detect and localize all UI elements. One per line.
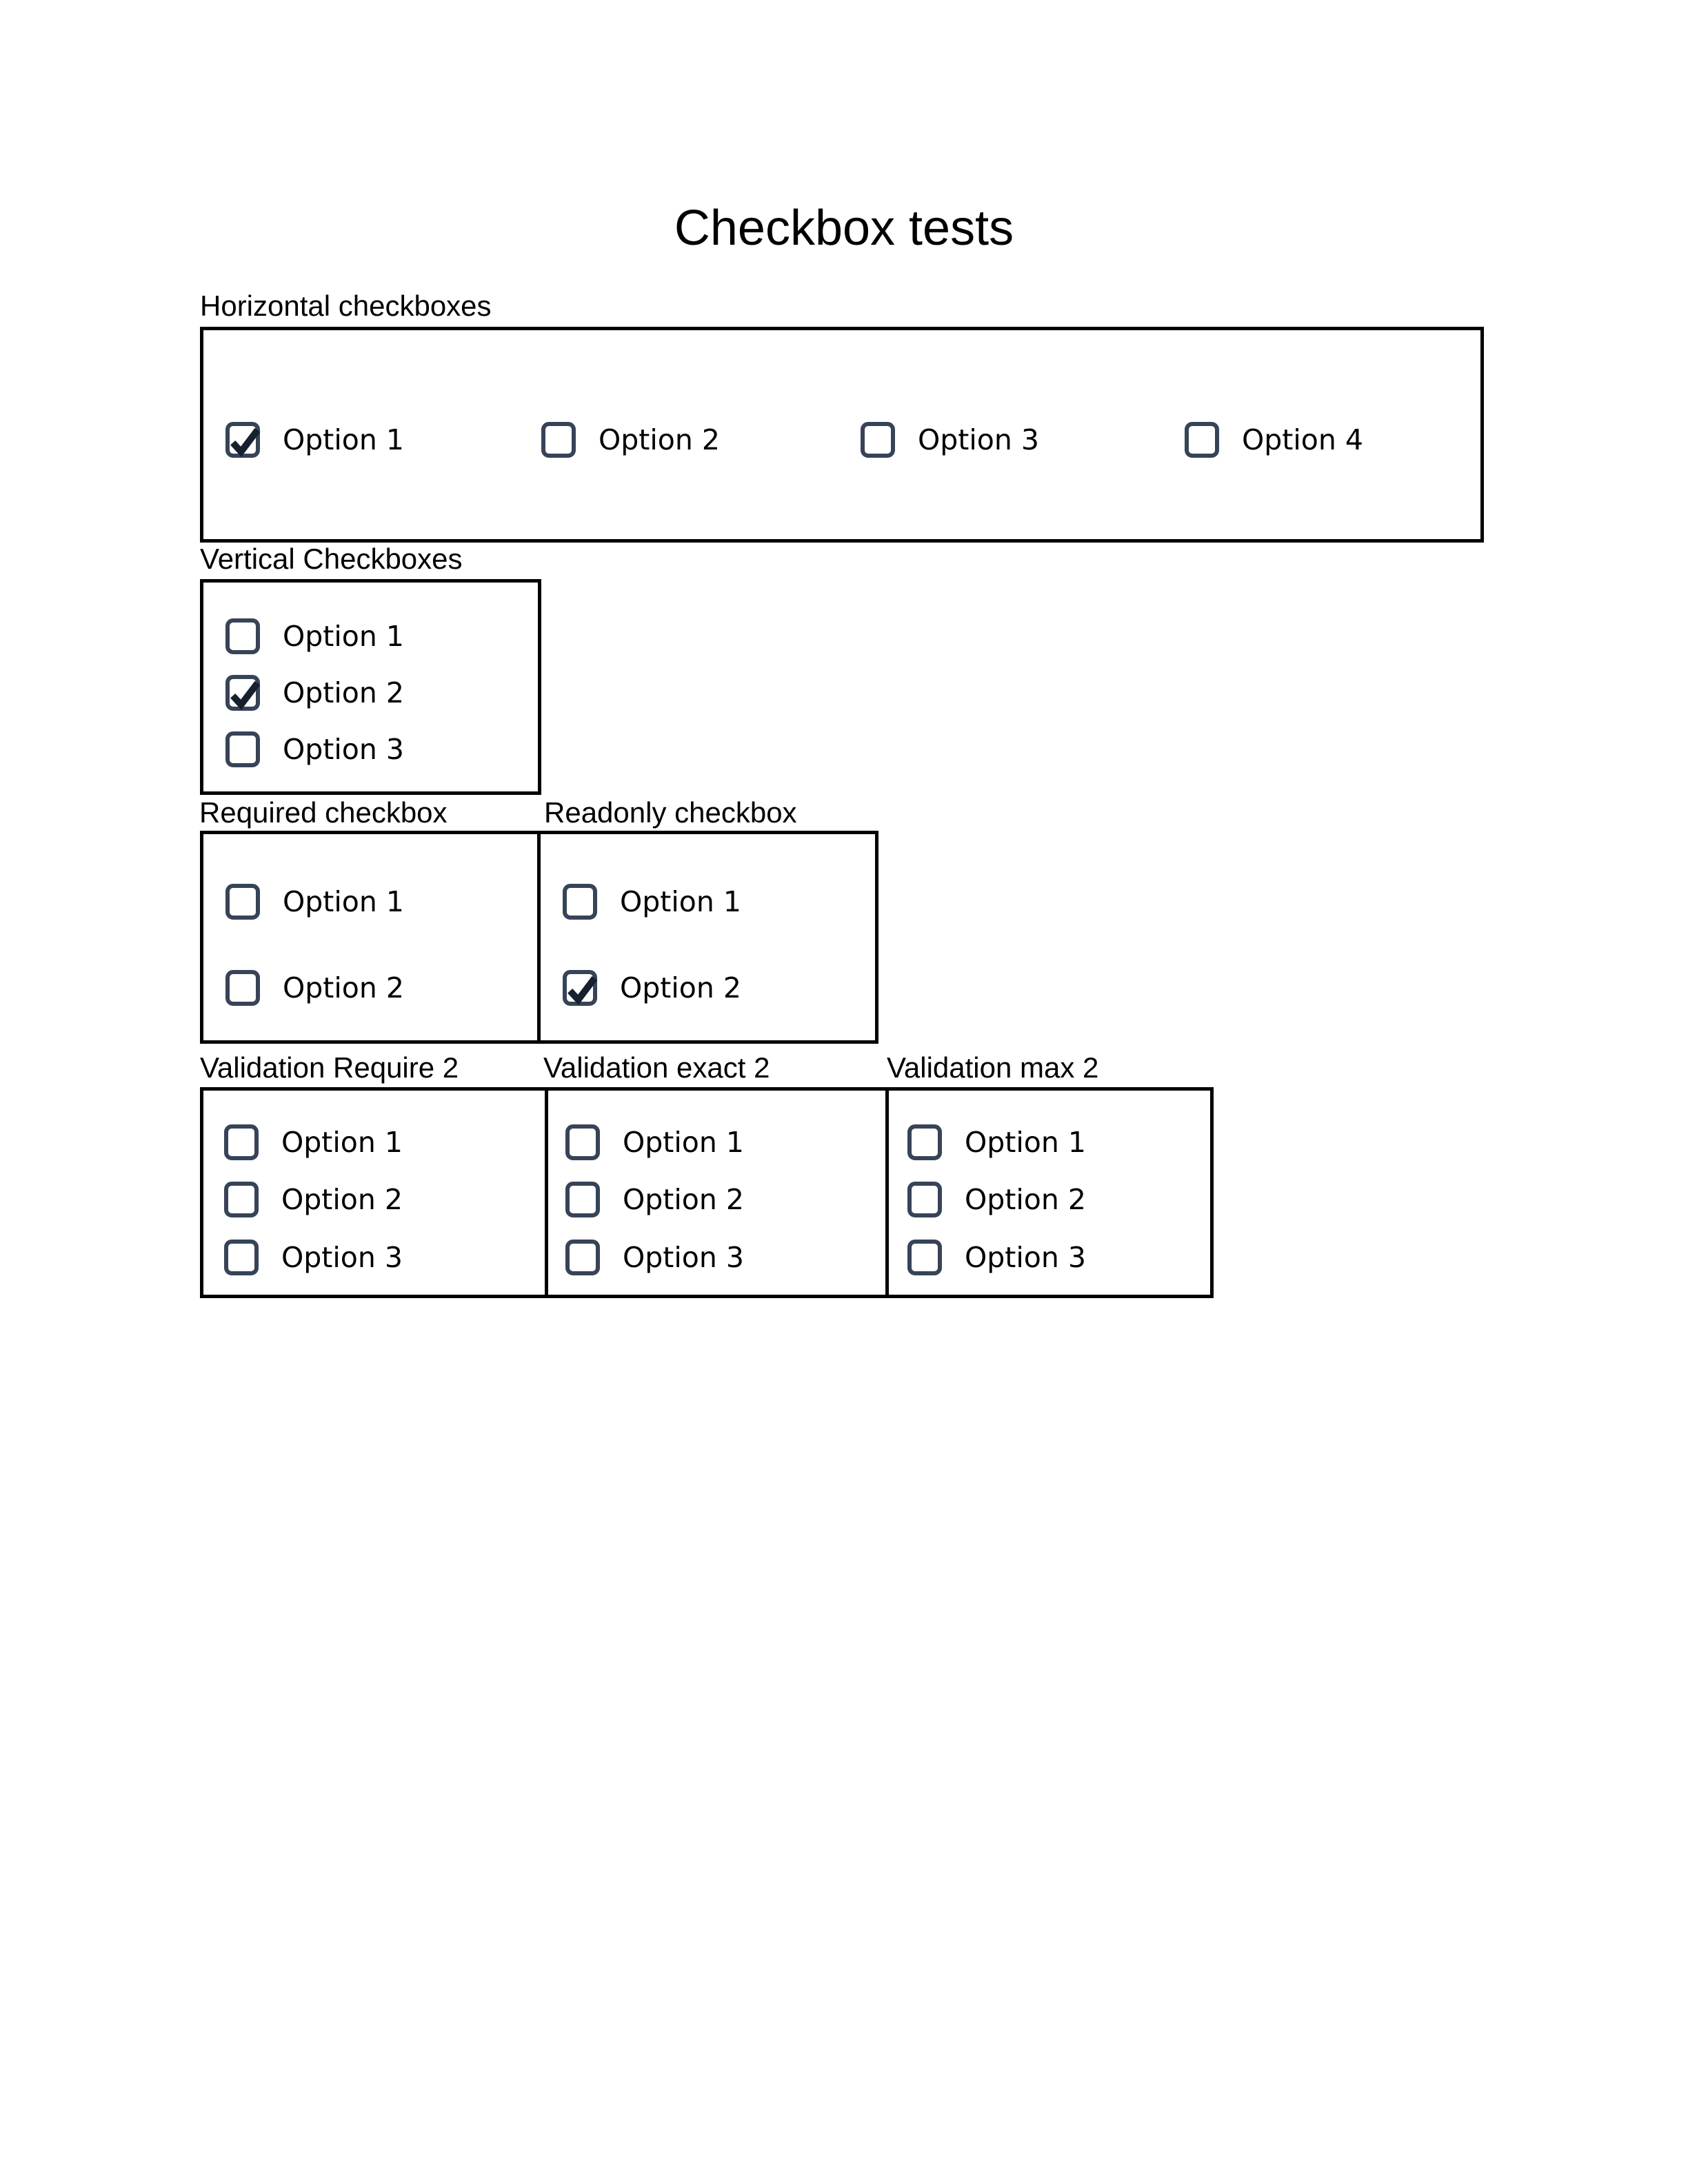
checkbox-label: Option 3 [918,423,1039,456]
checkbox-label: Option 1 [620,885,741,918]
checkbox[interactable] [907,1124,942,1160]
checkbox[interactable] [225,422,261,458]
checkbox-label: Option 3 [283,733,404,766]
checkbox-label: Option 3 [623,1241,744,1274]
checkbox-option[interactable]: Option 1 [225,422,404,458]
checkbox[interactable] [1185,422,1219,458]
checkbox-option[interactable]: Option 2 [225,675,404,711]
checkbox-label: Option 1 [965,1126,1086,1159]
checkbox-label: Option 2 [283,971,404,1004]
checkbox-label: Option 2 [965,1183,1086,1216]
checkbox[interactable] [225,675,261,711]
box-divider [537,834,541,1040]
checkbox-label: Option 1 [623,1126,744,1159]
checkbox-label: Option 3 [965,1241,1086,1274]
checkbox-option[interactable]: Option 4 [1185,422,1363,458]
checkbox[interactable] [225,618,260,654]
checkbox-option[interactable]: Option 3 [861,422,1039,458]
checkbox-label: Option 2 [623,1183,744,1216]
checkbox[interactable] [224,1124,259,1160]
group-box-vertical: Option 1 Option 2 Option 3 [200,579,541,795]
checkbox-label: Option 4 [1242,423,1363,456]
checkbox-option[interactable]: Option 2 [224,1182,403,1217]
section-label-required: Required checkbox [199,796,448,829]
checkbox [563,970,598,1006]
checkbox-label: Option 1 [283,620,404,653]
group-box-horizontal: Option 1 Option 2 Option 3 Option 4 [200,327,1484,543]
checkbox-option-readonly: Option 1 [563,884,741,920]
checkbox[interactable] [225,884,260,920]
checkbox-option[interactable]: Option 2 [541,422,720,458]
checkbox-option[interactable]: Option 3 [907,1240,1086,1275]
checkmark-icon [230,427,261,457]
checkbox-option[interactable]: Option 1 [907,1124,1086,1160]
page-title: Checkbox tests [674,201,1014,256]
checkbox-label: Option 2 [599,423,720,456]
checkbox[interactable] [225,731,260,767]
checkbox-option-readonly: Option 2 [563,970,741,1006]
checkbox-label: Option 2 [283,676,404,709]
checkbox-option[interactable]: Option 2 [907,1182,1086,1217]
checkbox-option[interactable]: Option 1 [225,884,404,920]
checkbox-option[interactable]: Option 2 [225,970,404,1006]
checkbox[interactable] [565,1124,600,1160]
section-label-horizontal: Horizontal checkboxes [200,290,492,322]
checkbox [563,884,597,920]
checkbox[interactable] [565,1182,600,1217]
section-label-vertical: Vertical Checkboxes [200,543,463,575]
checkbox-option[interactable]: Option 3 [225,731,404,767]
checkbox-option[interactable]: Option 2 [565,1182,744,1217]
checkbox-label: Option 2 [620,971,741,1004]
checkbox[interactable] [861,422,895,458]
checkbox-label: Option 3 [281,1241,403,1274]
checkbox-label: Option 2 [281,1183,403,1216]
checkbox[interactable] [224,1240,259,1275]
checkbox[interactable] [225,970,260,1006]
group-box-required-readonly: Option 1 Option 2 Option 1 Option 2 [200,831,878,1044]
section-label-validation-require-2: Validation Require 2 [200,1051,459,1084]
checkbox-option[interactable]: Option 3 [224,1240,403,1275]
checkbox-option[interactable]: Option 1 [224,1124,403,1160]
group-box-validation: Option 1 Option 2 Option 3 Option 1 Opti… [200,1087,1214,1298]
section-label-readonly: Readonly checkbox [544,796,797,829]
box-divider [885,1091,889,1295]
section-label-validation-max-2: Validation max 2 [887,1051,1099,1084]
checkbox-option[interactable]: Option 1 [565,1124,744,1160]
checkmark-icon [567,975,598,1005]
checkbox-option[interactable]: Option 1 [225,618,404,654]
checkbox[interactable] [907,1182,942,1217]
checkmark-icon [230,680,261,710]
box-divider [545,1091,548,1295]
checkbox[interactable] [565,1240,600,1275]
checkbox[interactable] [907,1240,942,1275]
checkbox[interactable] [224,1182,259,1217]
checkbox-label: Option 1 [281,1126,403,1159]
checkbox-label: Option 1 [283,885,404,918]
section-label-validation-exact-2: Validation exact 2 [543,1051,770,1084]
checkbox-label: Option 1 [283,423,404,456]
checkbox[interactable] [541,422,576,458]
checkbox-option[interactable]: Option 3 [565,1240,744,1275]
